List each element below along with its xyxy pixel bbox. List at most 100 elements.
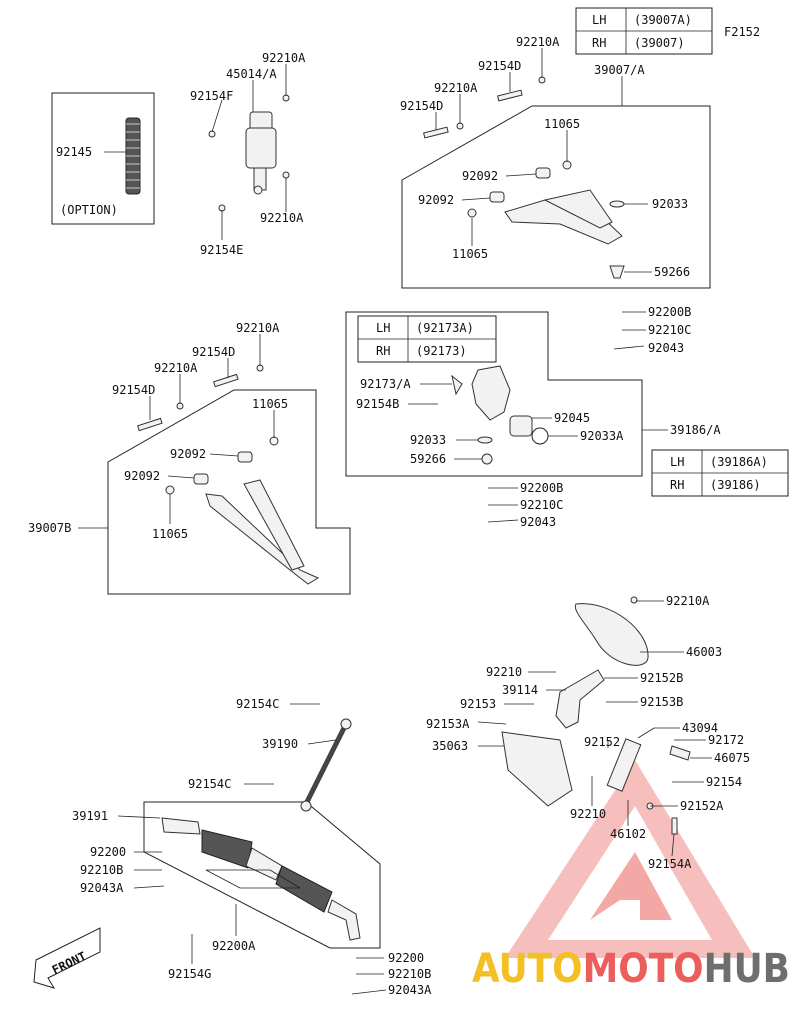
brand-hub: HUB	[704, 946, 790, 992]
shock-absorber-part	[245, 111, 277, 195]
part-label: 92152A	[680, 799, 724, 813]
part-label: 39114	[502, 683, 538, 697]
part-label: 92043A	[388, 983, 432, 997]
part-label: 92210C	[520, 498, 563, 512]
lower-arm-frame	[107, 389, 351, 595]
table-code: (92173)	[416, 344, 467, 358]
svg-text:AUTOMOTOHUB: AUTOMOTOHUB	[472, 946, 790, 992]
lr-table-upper-arm: LH (39007A) RH (39007)	[575, 7, 713, 55]
part-label: 39191	[72, 809, 108, 823]
part-label: 92200	[90, 845, 126, 859]
part-label: 39007/A	[594, 63, 645, 77]
part-label: 35063	[432, 739, 468, 753]
brand-auto: AUTO	[472, 946, 583, 992]
part-label: 92092	[462, 169, 498, 183]
part-label: 92154	[706, 775, 742, 789]
callout-labels: 92145 (OPTION) 92210A 45014/A 92154F 922…	[28, 35, 750, 997]
part-label: 92154A	[648, 857, 692, 871]
part-label: 92172	[708, 733, 744, 747]
front-arrow-icon: FRONT	[33, 927, 101, 989]
part-label: 92210A	[516, 35, 560, 49]
part-label: 92153	[460, 697, 496, 711]
part-label: 92200A	[212, 939, 256, 953]
part-label: 92210B	[80, 863, 123, 877]
part-label: 59266	[410, 452, 446, 466]
table-code: (39186)	[710, 478, 761, 492]
front-label: FRONT	[50, 949, 89, 977]
part-label: 92153B	[640, 695, 683, 709]
brand-moto: MOTO	[583, 946, 704, 992]
table-side: RH	[670, 478, 684, 492]
table-side: LH	[592, 13, 606, 27]
upper-arm-frame	[401, 105, 711, 289]
table-code: (92173A)	[416, 321, 474, 335]
steering-shaft-part	[300, 718, 352, 812]
part-label: 92210A	[260, 211, 304, 225]
table-code: (39186A)	[710, 455, 768, 469]
part-label: 59266	[654, 265, 690, 279]
part-label: 92210	[570, 807, 606, 821]
table-side: RH	[592, 36, 606, 50]
lr-table-knuckle: LH (39186A) RH (39186)	[651, 449, 789, 497]
option-frame	[51, 92, 155, 225]
part-label: 39007B	[28, 521, 71, 535]
part-label: 92210A	[666, 594, 710, 608]
steering-wheel-part	[574, 596, 649, 666]
part-label: 92092	[418, 193, 454, 207]
part-label: 92154G	[168, 967, 211, 981]
part-label: 92200B	[520, 481, 563, 495]
knuckle-part	[451, 365, 549, 465]
part-label: 92033A	[580, 429, 624, 443]
part-label: 92154C	[236, 697, 279, 711]
part-label: 92210C	[648, 323, 691, 337]
part-label: 92092	[170, 447, 206, 461]
watermark-logo: AUTOMOTOHUB	[472, 760, 790, 992]
part-label: 43094	[682, 721, 718, 735]
part-label: 92145	[56, 145, 92, 159]
table-code: (39007A)	[634, 13, 692, 27]
part-label: 92210A	[434, 81, 478, 95]
spring-part	[125, 117, 141, 195]
part-label: 92210A	[262, 51, 306, 65]
part-label: 92152B	[640, 671, 683, 685]
part-label: 45014/A	[226, 67, 277, 81]
part-label: 92154D	[192, 345, 235, 359]
part-label: 92045	[554, 411, 590, 425]
part-label: 39190	[262, 737, 298, 751]
part-label: 92210B	[388, 967, 431, 981]
part-label: 92154D	[478, 59, 521, 73]
part-label: 92154B	[356, 397, 399, 411]
part-label: 46102	[610, 827, 646, 841]
part-label: 92152	[584, 735, 620, 749]
table-side: LH	[376, 321, 390, 335]
part-label: 46075	[714, 751, 750, 765]
table-side: RH	[376, 344, 390, 358]
part-label: 92200B	[648, 305, 691, 319]
column-part	[501, 669, 605, 807]
part-label: 11065	[252, 397, 288, 411]
part-label: 92210	[486, 665, 522, 679]
part-label: 92200	[388, 951, 424, 965]
table-side: LH	[670, 455, 684, 469]
upper-arm-part	[467, 160, 625, 279]
lower-arm-part	[165, 436, 320, 585]
part-label: 92154D	[112, 383, 155, 397]
part-label: 92033	[652, 197, 688, 211]
part-label: 92092	[124, 469, 160, 483]
part-label: 92210A	[154, 361, 198, 375]
part-label: 92043A	[80, 881, 124, 895]
part-label: 92210A	[236, 321, 280, 335]
part-label: 92033	[410, 433, 446, 447]
part-label: 92043	[648, 341, 684, 355]
leader-lines	[78, 48, 712, 995]
part-label: 11065	[544, 117, 580, 131]
part-label: 92154C	[188, 777, 231, 791]
part-label: 46003	[686, 645, 722, 659]
table-code: (39007)	[634, 36, 685, 50]
part-label: 92173/A	[360, 377, 411, 391]
part-label: 92154E	[200, 243, 243, 257]
part-label: 39186/A	[670, 423, 721, 437]
part-label: 11065	[152, 527, 188, 541]
part-label: 11065	[452, 247, 488, 261]
